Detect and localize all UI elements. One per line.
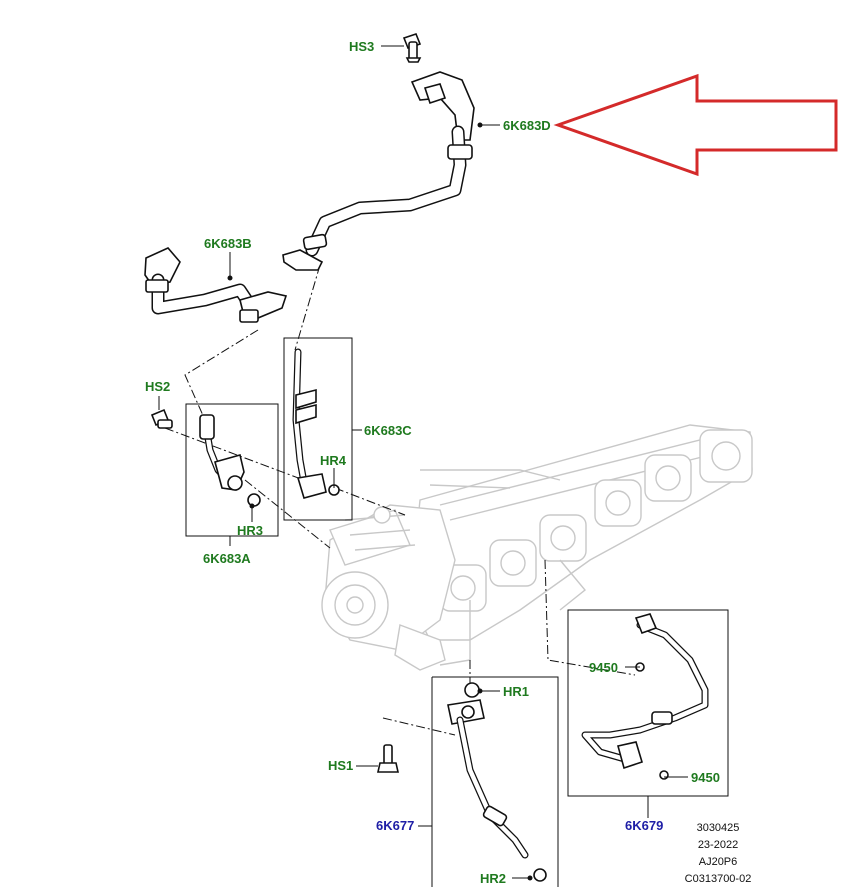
group-6k677	[431, 676, 559, 887]
exhaust-manifold-ghost	[409, 424, 753, 666]
hs2-bolt-part	[150, 408, 173, 429]
callout-6k683d: 6K683D	[503, 118, 551, 133]
callout-6k683c: 6K683C	[364, 423, 412, 438]
hose-6k683b-part	[144, 247, 288, 323]
ref-line-2: 23-2022	[698, 839, 738, 851]
group-6k683a	[185, 403, 279, 537]
callout-9450-bottom: 9450	[691, 770, 720, 785]
callout-hs2: HS2	[145, 379, 170, 394]
callout-6k683a: 6K683A	[203, 551, 251, 566]
turbocharger-ghost	[321, 469, 561, 671]
callout-hr3: HR3	[237, 523, 263, 538]
callout-hr1: HR1	[503, 684, 529, 699]
callout-6k683b: 6K683B	[204, 236, 252, 251]
callout-hs1: HS1	[328, 758, 353, 773]
callout-hr4: HR4	[320, 453, 347, 468]
callout-9450-top: 9450	[589, 660, 618, 675]
hs1-bolt-part	[377, 744, 399, 773]
ref-line-4: C0313700-02	[685, 873, 752, 885]
ref-line-1: 3030425	[697, 822, 740, 834]
hose-6k683d-part	[282, 71, 475, 271]
group-6k683c	[283, 337, 353, 521]
ref-line-3: AJ20P6	[699, 856, 738, 868]
callout-6k677: 6K677	[376, 818, 414, 833]
highlight-arrow	[553, 73, 838, 177]
callout-6k679: 6K679	[625, 818, 663, 833]
reference-block: 3030425 23-2022 AJ20P6 C0313700-02	[685, 822, 752, 885]
hs3-bolt-part	[402, 33, 422, 63]
leader-lines	[158, 45, 688, 881]
callout-hr2: HR2	[480, 871, 506, 886]
callout-hs3: HS3	[349, 39, 374, 54]
group-6k679	[567, 609, 729, 797]
